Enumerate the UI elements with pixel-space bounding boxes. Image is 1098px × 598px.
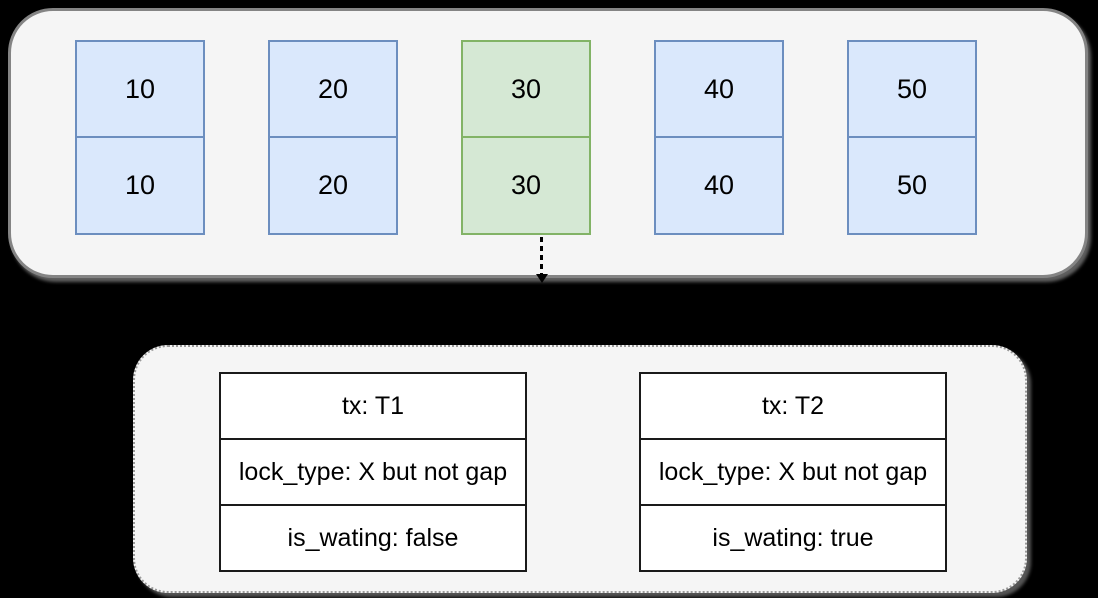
record-key-cell: 50 bbox=[847, 136, 977, 235]
lock-waiting-row: is_wating: true bbox=[641, 504, 945, 570]
lock-connector-dashed-line bbox=[540, 237, 543, 279]
index-key-cell: 50 bbox=[847, 40, 977, 138]
record-key-cell: 10 bbox=[75, 136, 205, 235]
lock-type-row: lock_type: X but not gap bbox=[641, 438, 945, 504]
lock-tx-row: tx: T2 bbox=[761, 391, 825, 420]
lock-waiting-row: is_wating: false bbox=[221, 504, 525, 570]
locks-panel: tx: T1 lock_type: X but not gap is_watin… bbox=[133, 345, 1027, 593]
index-key-cell: 30 bbox=[461, 40, 591, 138]
lock-table-t2: tx: T2 lock_type: X but not gap is_watin… bbox=[639, 372, 947, 572]
index-key-cell: 10 bbox=[75, 40, 205, 138]
index-key-cell: 40 bbox=[654, 40, 784, 138]
arrow-down-icon bbox=[536, 274, 548, 283]
lock-table-t1: tx: T1 lock_type: X but not gap is_watin… bbox=[219, 372, 527, 572]
index-key-cell: 20 bbox=[268, 40, 398, 138]
record-pair-50: 50 50 bbox=[847, 40, 977, 235]
record-pair-10: 10 10 bbox=[75, 40, 205, 235]
record-key-cell: 30 bbox=[461, 136, 591, 235]
record-key-cell: 20 bbox=[268, 136, 398, 235]
record-pair-40: 40 40 bbox=[654, 40, 784, 235]
lock-type-row: lock_type: X but not gap bbox=[221, 438, 525, 504]
record-pair-30-locked: 30 30 bbox=[461, 40, 591, 235]
index-records-panel: 10 10 20 20 30 30 40 40 50 50 bbox=[8, 8, 1088, 278]
lock-tx-row: tx: T1 bbox=[341, 391, 405, 420]
record-pair-20: 20 20 bbox=[268, 40, 398, 235]
record-key-cell: 40 bbox=[654, 136, 784, 235]
